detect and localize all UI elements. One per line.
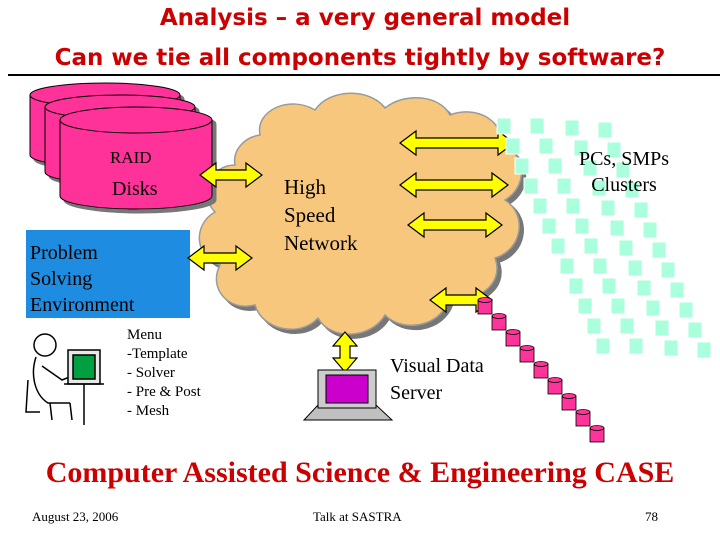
cluster-node [595,337,611,355]
cluster-node [529,117,545,135]
cluster-node [583,237,599,255]
pse-box [26,230,190,318]
cluster-node [642,221,658,239]
server-disk [547,377,563,395]
monitor-icon [302,369,394,421]
network-label: High Speed Network [284,173,357,257]
cluster-node [568,277,584,295]
visual-server-line: Visual Data [390,355,484,377]
cluster-node [496,117,512,135]
server-disk [505,329,521,347]
double-arrow-icon [187,129,515,373]
cluster-node [592,257,608,275]
cluster-node [532,197,548,215]
cluster-node [574,217,590,235]
menu-line: -Template [127,346,188,362]
menu-line: - Pre & Post [127,384,201,400]
cluster-node [559,257,575,275]
cluster-node [541,217,557,235]
visual-server-label: Visual Data Server [390,353,484,407]
network-line: High [284,175,326,199]
cluster-node [624,181,640,199]
server-disk [533,361,549,379]
cluster-node [633,201,649,219]
cluster-node [514,157,530,175]
cluster-node [538,137,554,155]
cluster-node [573,139,589,157]
clusters-line: PCs, SMPs [578,148,670,170]
cluster-node [610,297,626,315]
server-disk [589,425,605,443]
cluster-node [687,321,703,339]
cluster-node [615,161,631,179]
person-at-computer-icon [25,333,104,425]
cluster-node [696,341,712,359]
cluster-node [505,137,521,155]
disks-label: Disks [112,178,158,200]
cluster-node [556,177,572,195]
clusters-label: PCs, SMPs Clusters [560,146,688,198]
slide-caption: Computer Assisted Science & Engineering … [45,456,675,489]
cluster-node [550,237,566,255]
cluster-node [618,239,634,257]
cluster-node [636,279,652,297]
cluster-node [523,177,539,195]
server-disk [561,393,577,411]
visual-server-line: Server [390,382,443,404]
pse-line: Environment [30,294,135,316]
pse-line: Problem [30,242,98,264]
cluster-node [606,141,622,159]
cluster-node [565,197,581,215]
cluster-node [654,319,670,337]
cluster-node [582,159,598,177]
menu-line: - Solver [127,365,175,381]
cluster-node [628,337,644,355]
cluster-node [663,339,679,357]
pse-line: Solving [30,268,93,290]
cluster-node [660,261,676,279]
slide-title-line1: Analysis – a very general model [159,5,571,31]
cluster-node [586,317,602,335]
cluster-node [577,297,593,315]
cluster-node [645,299,661,317]
cluster-node [669,281,685,299]
cluster-nodes [496,117,712,359]
cluster-node [591,179,607,197]
cluster-node [597,121,613,139]
server-disk [477,297,493,315]
footer-date: August 23, 2006 [32,509,119,524]
server-disk [575,409,591,427]
server-disk-stack [477,297,605,443]
server-disk [491,313,507,331]
cluster-node [564,119,580,137]
menu-line: Menu [127,327,162,343]
cluster-node [627,259,643,277]
cluster-node [609,219,625,237]
footer-talk: Talk at SASTRA [313,509,402,524]
cluster-node [651,241,667,259]
title-underline [8,74,720,76]
server-disk [519,345,535,363]
slide-title-line2: Can we tie all components tightly by sof… [54,45,666,71]
clusters-line: Clusters [591,174,657,196]
network-line: Network [284,231,358,255]
raid-label: RAID [110,148,152,167]
footer-page-number: 78 [645,509,658,524]
cluster-node [547,157,563,175]
cluster-node [619,317,635,335]
pse-label: Problem Solving Environment [30,240,134,318]
cluster-node [600,199,616,217]
menu-line: - Mesh [127,403,170,419]
cluster-node [678,301,694,319]
menu-list: Menu -Template - Solver - Pre & Post - M… [127,326,201,421]
network-line: Speed [284,203,336,227]
cluster-node [601,277,617,295]
cylinder-disk-icon [29,82,213,210]
